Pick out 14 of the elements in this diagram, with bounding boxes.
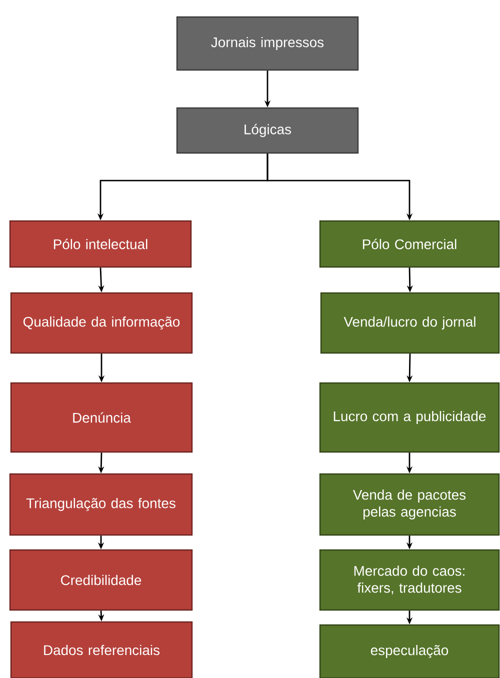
process-box: Denúncia: [10, 382, 193, 453]
process-box: Dados referenciais: [10, 621, 193, 678]
process-box: Pólo Comercial: [319, 220, 500, 268]
process-box: Venda de pacotes pelas agencias: [319, 473, 500, 536]
process-box: Pólo intelectual: [9, 220, 192, 268]
process-box: Triangulação das fontes: [9, 473, 193, 536]
process-box: Credibilidade: [9, 549, 193, 611]
process-box: Mercado do caos: fixers, tradutores: [319, 549, 500, 611]
process-box: Venda/lucro do jornal: [320, 292, 500, 354]
process-box: especulação: [319, 624, 500, 678]
process-box: Qualidade da informação: [10, 292, 193, 354]
process-box: Lucro com a publicidade: [319, 382, 500, 453]
process-box: Jornais impressos: [176, 16, 359, 71]
process-box: Lógicas: [176, 107, 359, 154]
